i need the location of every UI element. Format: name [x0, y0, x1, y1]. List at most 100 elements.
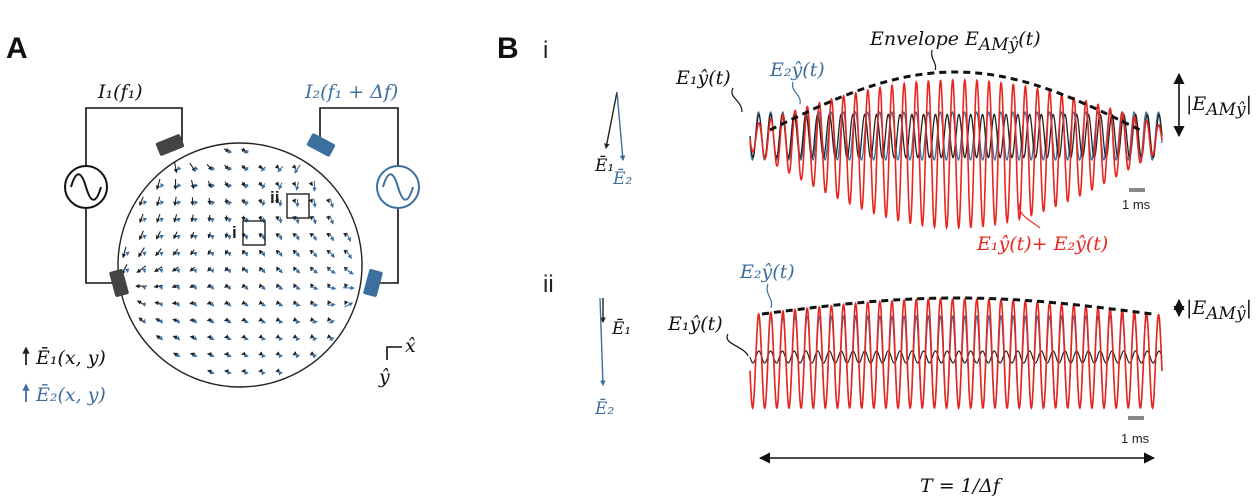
field-arrow-e1: [310, 300, 315, 306]
field-arrow-e2: [175, 285, 180, 291]
field-arrow-e1: [241, 198, 246, 205]
field-arrow-e1: [309, 334, 315, 339]
field-arrow-e1: [207, 215, 212, 222]
field-arrow-e1: [258, 351, 264, 356]
field-arrow-e1: [308, 215, 314, 221]
field-arrow-e1: [292, 317, 298, 322]
field-arrow-e2: [278, 285, 284, 290]
field-arrow-e2: [194, 200, 199, 206]
wire-circuit-1-bottom: [85, 208, 112, 284]
field-arrow-e2: [312, 354, 318, 359]
roi-box-i: [242, 220, 266, 246]
field-arrow-e2: [227, 200, 233, 206]
field-arrow-e2: [243, 149, 249, 154]
field-arrow-e2: [278, 371, 283, 376]
field-arrow-e2: [227, 183, 233, 189]
field-arrow-e2: [227, 370, 232, 375]
field-arrow-e2: [261, 336, 267, 341]
field-arrow-e1: [206, 317, 212, 322]
row-i-sum-pointer: [1018, 202, 1041, 229]
field-arrow-e2: [278, 216, 283, 224]
row-i-sum-label: E₁ŷ(t)+ E₂ŷ(t): [976, 233, 1108, 255]
field-arrow-e2: [312, 233, 317, 242]
field-arrow-e2: [209, 285, 214, 291]
period-label: T = 1/Δf: [920, 475, 1003, 497]
field-arrow-e2: [294, 285, 301, 290]
field-arrow-e1: [293, 283, 298, 289]
field-arrow-e1: [138, 230, 144, 241]
field-arrow-e1: [257, 198, 263, 204]
field-arrow-e2: [278, 268, 283, 274]
field-arrow-e2: [226, 285, 232, 291]
field-arrow-e1: [258, 249, 264, 255]
field-arrow-e1: [190, 249, 195, 256]
row-i-waveforms: [749, 70, 1163, 231]
head-outline: [117, 142, 363, 388]
field-vector-map: [121, 147, 355, 376]
field-arrow-e2: [209, 335, 215, 341]
row-i-vector-e1-label: Ē₁: [594, 155, 614, 176]
field-arrow-e1: [309, 351, 315, 356]
row-i-vector-e2-icon: [616, 91, 626, 162]
field-arrow-e2: [226, 336, 232, 341]
field-arrow-e2: [277, 165, 284, 173]
field-arrow-e2: [142, 217, 148, 223]
row-i-e1-label: E₁ŷ(t): [675, 67, 731, 89]
row-ii-vector-e2-icon: [599, 297, 606, 387]
field-arrow-e2: [295, 354, 301, 359]
field-arrow-e1: [224, 266, 230, 272]
panel-b-letter: B: [497, 32, 519, 65]
field-arrow-e2: [294, 302, 301, 307]
field-arrow-e1: [173, 161, 179, 174]
field-arrow-e2: [175, 268, 181, 274]
row-ii-sum-trace: [749, 297, 1163, 411]
field-arrow-e1: [275, 368, 281, 373]
field-arrow-e1: [275, 351, 281, 356]
field-arrow-e1: [207, 369, 212, 374]
row-ii-e1-label: E₁ŷ(t): [667, 313, 723, 335]
field-arrow-e2: [261, 319, 267, 324]
field-arrow-e1: [241, 181, 246, 187]
wire-circuit-2-top: [319, 107, 399, 165]
field-arrow-e2: [243, 319, 249, 324]
row-i-scale-label: 1 ms: [1122, 197, 1151, 212]
field-arrow-e2: [244, 336, 249, 341]
field-arrow-e1: [325, 215, 331, 221]
field-arrow-e1: [309, 317, 315, 322]
field-arrow-e1: [241, 249, 247, 255]
row-i-envelope-pointer: [931, 49, 937, 71]
field-arrow-e2: [141, 268, 147, 274]
field-arrow-e2: [226, 353, 232, 358]
field-arrow-e2: [311, 250, 318, 258]
field-arrow-e2: [261, 183, 266, 190]
field-arrow-e2: [226, 319, 232, 324]
current-1-label: I₁(f₁): [97, 81, 143, 103]
field-arrow-e1: [241, 283, 247, 289]
field-arrow-e2: [176, 217, 182, 223]
field-arrow-e1: [291, 198, 296, 204]
field-arrow-e2: [278, 302, 284, 307]
row-i-e1-pointer: [731, 87, 743, 113]
field-arrow-e1: [223, 334, 229, 339]
field-arrow-e2: [160, 200, 165, 206]
field-arrow-e1: [258, 368, 263, 373]
field-arrow-e2: [177, 200, 182, 206]
field-arrow-e2: [327, 285, 337, 291]
field-arrow-e2: [344, 302, 354, 308]
field-arrow-e2: [175, 335, 181, 341]
field-arrow-e2: [260, 268, 266, 274]
field-arrow-e1: [292, 249, 298, 255]
field-arrow-e2: [295, 181, 300, 191]
field-arrow-e2: [226, 149, 232, 154]
field-arrow-e1: [189, 266, 196, 272]
field-arrow-e2: [226, 268, 231, 274]
field-arrow-e2: [175, 318, 181, 324]
legend-e1-label: Ē₁(x, y): [35, 346, 106, 369]
field-arrow-e2: [343, 267, 354, 275]
field-arrow-e1: [276, 283, 281, 289]
field-arrow-e1: [121, 246, 127, 259]
field-arrow-e1: [291, 164, 297, 169]
row-ii-waveforms: [749, 296, 1163, 411]
field-arrow-e2: [328, 250, 335, 258]
field-arrow-e2: [210, 217, 215, 223]
